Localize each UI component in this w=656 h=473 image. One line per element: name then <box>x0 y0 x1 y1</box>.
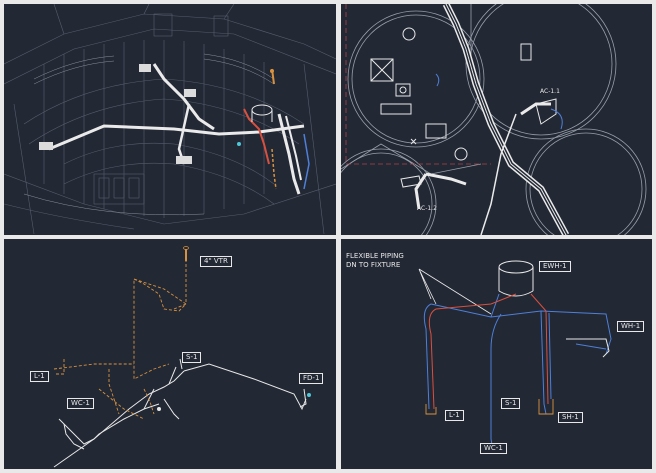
model-3d-drawing <box>4 4 336 235</box>
tag-fd-1: FD-1 <box>299 373 324 384</box>
viewport-isometric-drain[interactable]: 4" VTR S-1 L-1 FD-1 WC-1 <box>4 239 336 469</box>
plan-ducts <box>414 4 570 235</box>
floor-plan-drawing <box>341 4 647 235</box>
water-heater <box>498 260 534 297</box>
note-flexible-piping: FLEXIBLE PIPING DN TO FIXTURE <box>346 252 404 269</box>
plan-fixtures <box>370 27 563 188</box>
piping-model <box>39 63 310 195</box>
leader-lines <box>418 268 492 315</box>
plan-boundary <box>345 4 491 165</box>
label-ac-1-2: AC-1.2 <box>417 205 437 212</box>
tag-wh-1: WH-1 <box>617 321 645 332</box>
tag-s-1: S-1 <box>182 352 202 363</box>
isometric-drain-drawing <box>53 246 311 468</box>
tag-l-1: L-1 <box>445 410 464 421</box>
tag-s-1: S-1 <box>501 398 521 409</box>
isometric-water-drawing <box>418 260 612 452</box>
tag-4in-vtr: 4" VTR <box>200 256 232 267</box>
viewport-isometric-water[interactable]: FLEXIBLE PIPING DN TO FIXTURE EWH-1 WH-1… <box>341 239 652 469</box>
terrace-railings <box>23 53 275 216</box>
fixture-markers <box>157 246 311 411</box>
vent-lines <box>53 249 187 420</box>
hot-water-lines <box>428 293 549 410</box>
tag-ewh-1: EWH-1 <box>539 261 571 272</box>
sanitary-lines <box>53 358 307 468</box>
plan-walls <box>341 4 647 235</box>
tag-sh-1: SH-1 <box>558 412 583 423</box>
tag-wc-1: WC-1 <box>67 398 94 409</box>
wh-branch <box>566 338 610 358</box>
viewport-3d-model[interactable] <box>4 4 336 235</box>
cold-water-lines <box>423 293 612 452</box>
fixture-drops <box>425 399 554 415</box>
tag-l-1: L-1 <box>30 371 49 382</box>
viewport-floor-plan[interactable]: AC-1.1 AC-1.2 <box>341 4 652 235</box>
tag-wc-1: WC-1 <box>480 443 507 454</box>
label-ac-1-1: AC-1.1 <box>540 88 560 95</box>
